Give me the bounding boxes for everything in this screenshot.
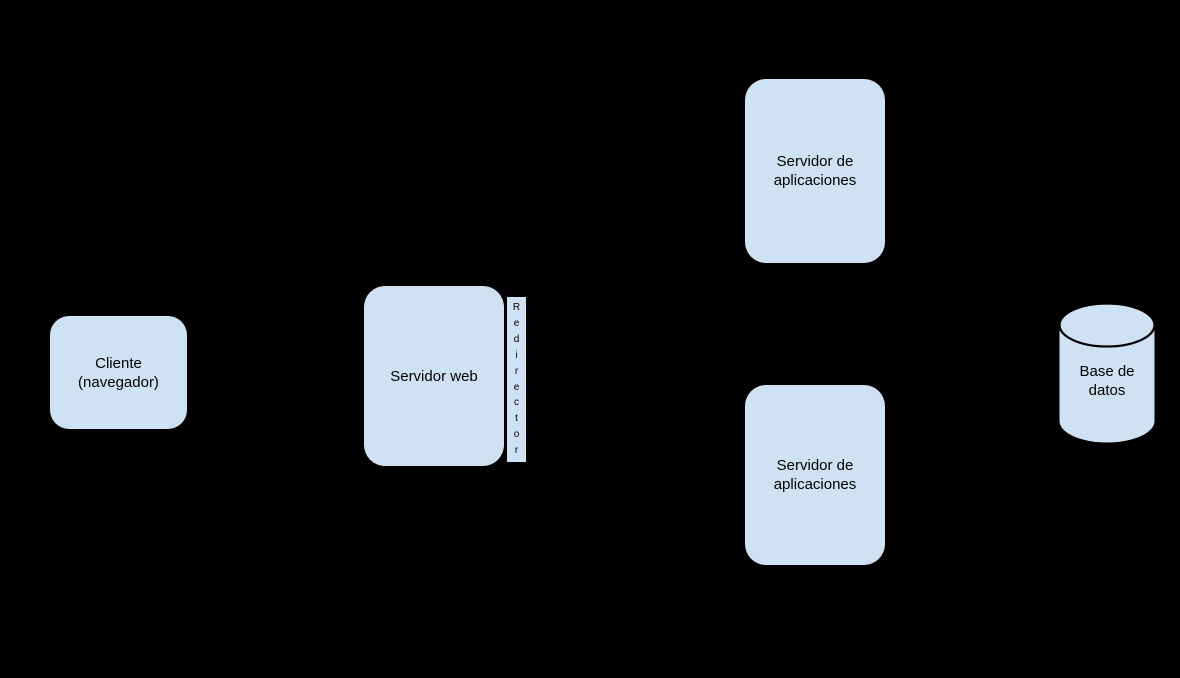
app-server-node-1-label-line2: aplicaciones bbox=[773, 172, 857, 189]
database-node: Base de datos bbox=[1058, 302, 1156, 444]
app-server-node-2-label-line2: aplicaciones bbox=[773, 476, 857, 493]
client-node-label-line1: Cliente bbox=[95, 354, 142, 372]
app-server-node-1: Servidor de aplicaciones bbox=[745, 79, 885, 263]
database-node-label-line2: datos bbox=[1088, 382, 1126, 399]
redirector-strip-label: R e d i r e c t o r bbox=[512, 302, 521, 457]
app-server-node-1-label: Servidor de aplicaciones bbox=[745, 152, 885, 190]
web-server-node-label: Servidor web bbox=[390, 367, 478, 385]
web-server-node: Servidor web bbox=[364, 286, 504, 466]
database-cylinder-icon bbox=[1058, 302, 1156, 443]
client-node-label-line2: (navegador) bbox=[78, 373, 159, 391]
app-server-node-2: Servidor de aplicaciones bbox=[745, 385, 885, 565]
app-server-node-1-label-line1: Servidor de bbox=[776, 153, 854, 170]
app-server-node-2-label-line1: Servidor de bbox=[776, 457, 854, 474]
client-node-label: Cliente (navegador) bbox=[50, 354, 187, 392]
redirector-strip: R e d i r e c t o r bbox=[507, 297, 526, 462]
app-server-node-2-label: Servidor de aplicaciones bbox=[745, 456, 885, 494]
database-node-label: Base de datos bbox=[1058, 362, 1156, 400]
client-node: Cliente (navegador) bbox=[50, 316, 187, 429]
database-node-label-line1: Base de bbox=[1079, 363, 1135, 380]
